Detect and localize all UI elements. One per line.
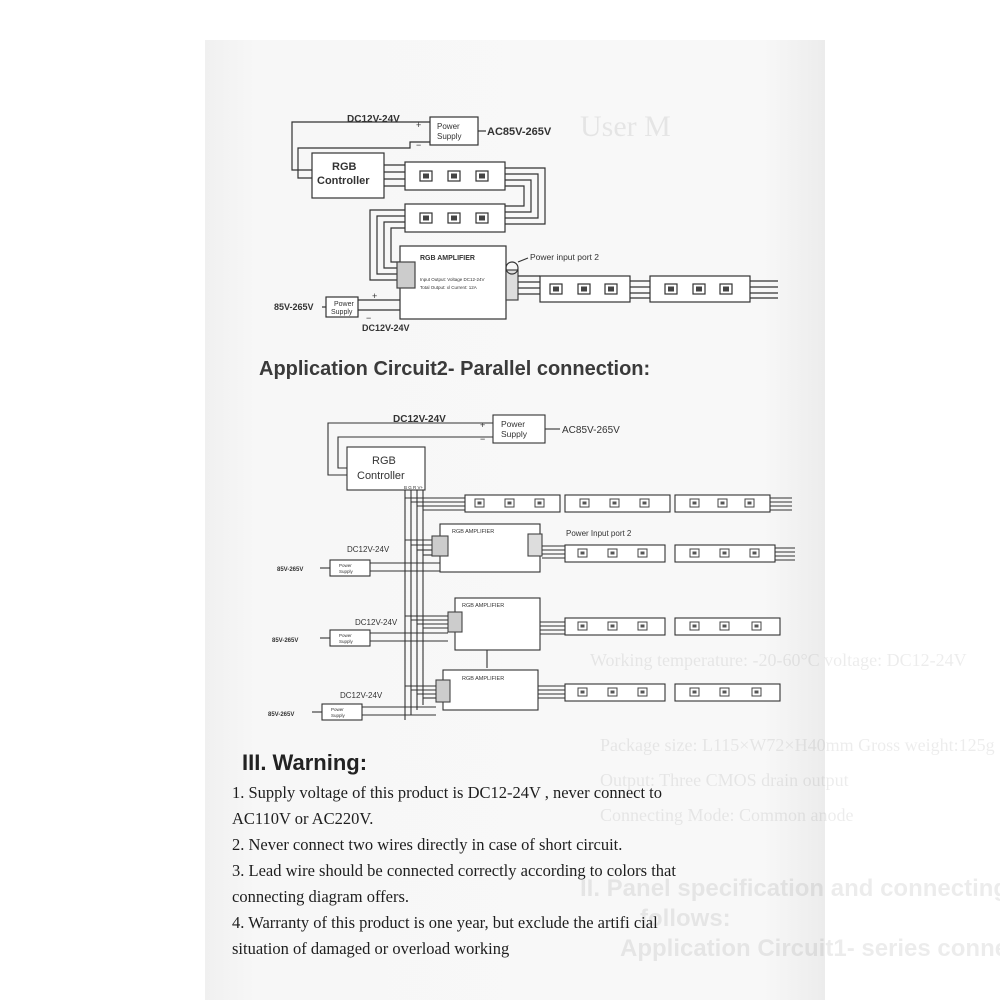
- led-strip: [564, 617, 666, 636]
- bleed-through-text: II. Panel specification and connecting d…: [580, 875, 1000, 902]
- warning-item: AC110V or AC220V.: [232, 809, 374, 828]
- warning-item: 2. Never connect two wires directly in c…: [232, 835, 623, 854]
- bleed-through-text: follows:: [640, 905, 731, 932]
- svg-text:Power: Power: [501, 419, 525, 429]
- svg-text:+: +: [372, 291, 377, 301]
- power-supply-box: [492, 414, 546, 444]
- svg-text:Controller: Controller: [317, 175, 370, 187]
- svg-text:+: +: [416, 120, 421, 130]
- rgb-amplifier-box: [454, 597, 541, 651]
- svg-text:B G R V+: B G R V+: [404, 485, 424, 490]
- svg-text:Power: Power: [334, 301, 355, 308]
- bleed-through-text: User M: [580, 110, 671, 143]
- led-strip: [674, 617, 781, 636]
- svg-text:DC12V-24V: DC12V-24V: [355, 618, 398, 627]
- bleed-through-text: Application Circuit1- series connection: [620, 935, 1000, 962]
- svg-text:RGB AMPLIFIER: RGB AMPLIFIER: [420, 255, 475, 262]
- rgb-amplifier-box: [399, 245, 507, 320]
- section-heading-parallel: Application Circuit2- Parallel connectio…: [259, 358, 651, 380]
- led-strip: [674, 683, 781, 702]
- circuit2-labels: DC12V-24V + − Power Supply AC85V-265V RG…: [268, 414, 632, 718]
- circuit1-labels: DC12V-24V + − Power Supply AC85V-265V RG…: [274, 114, 599, 333]
- svg-text:Input Output: Voltage DC12-24: Input Output: Voltage DC12-24V: [420, 277, 485, 282]
- svg-text:85V-265V: 85V-265V: [277, 567, 303, 573]
- bleed-through-text: Package size: L115×W72×H40mm Gross weigh…: [600, 735, 995, 755]
- document-page: [205, 40, 825, 1000]
- warning-item: 1. Supply voltage of this product is DC1…: [232, 783, 663, 802]
- c2-ac-input-label: AC85V-265V: [562, 425, 620, 436]
- led-strip: [564, 494, 671, 513]
- warning-item: situation of damaged or overload working: [232, 939, 510, 958]
- rgb-amplifier-box: [439, 523, 541, 573]
- led-strip: [564, 544, 666, 563]
- c1-power-input-port-label: Power input port 2: [530, 252, 599, 262]
- warning-title: III. Warning:: [242, 750, 368, 775]
- svg-text:DC12V-24V: DC12V-24V: [340, 691, 383, 700]
- svg-text:Supply: Supply: [437, 132, 461, 141]
- rgb-amplifier-box: [442, 669, 539, 711]
- rgb-controller-box: [346, 446, 426, 491]
- warning-item: connecting diagram offers.: [232, 887, 410, 906]
- svg-text:Power: Power: [437, 122, 460, 131]
- svg-text:+: +: [480, 420, 485, 430]
- rgb-controller-box: [311, 152, 385, 199]
- c2-dc-voltage-label: DC12V-24V: [393, 414, 446, 425]
- power-supply-box: [429, 116, 479, 146]
- svg-text:Controller: Controller: [357, 470, 405, 482]
- svg-text:RGB: RGB: [372, 455, 396, 467]
- c1-dc-voltage-label: DC12V-24V: [347, 114, 400, 125]
- warning-list: 1. Supply voltage of this product is DC1…: [232, 780, 792, 962]
- svg-text:Supply: Supply: [331, 713, 346, 718]
- svg-text:Supply: Supply: [339, 569, 354, 574]
- led-strip: [564, 683, 666, 702]
- svg-text:RGB AMPLIFIER: RGB AMPLIFIER: [462, 603, 504, 609]
- svg-text:Supply: Supply: [331, 309, 353, 316]
- svg-text:DC12V-24V: DC12V-24V: [347, 545, 390, 554]
- svg-text:Power: Power: [331, 707, 344, 712]
- svg-text:−: −: [366, 313, 371, 323]
- svg-text:DC12V-24V: DC12V-24V: [362, 323, 410, 333]
- svg-text:−: −: [480, 434, 485, 444]
- svg-text:Power: Power: [339, 633, 352, 638]
- warning-item: 3. Lead wire should be connected correct…: [232, 861, 676, 880]
- svg-text:85V-265V: 85V-265V: [268, 712, 294, 718]
- svg-text:85V-265V: 85V-265V: [274, 302, 314, 312]
- svg-text:Total Output: xl Current: 12A: Total Output: xl Current: 12A: [420, 285, 477, 290]
- svg-text:85V-265V: 85V-265V: [272, 638, 298, 644]
- bleed-through-text: Output: Three CMOS drain output: [600, 770, 849, 790]
- svg-text:Power: Power: [339, 563, 352, 568]
- bleed-through-text: Working temperature: -20-60°C voltage: D…: [590, 650, 967, 670]
- c2-power-input-port-label: Power Input port 2: [566, 529, 632, 538]
- svg-text:Supply: Supply: [339, 639, 354, 644]
- svg-text:Supply: Supply: [501, 429, 528, 439]
- bleed-through-text: Connecting Mode: Common anode: [600, 805, 854, 825]
- svg-text:RGB AMPLIFIER: RGB AMPLIFIER: [452, 529, 494, 535]
- led-strip: [649, 275, 751, 303]
- svg-text:−: −: [416, 140, 421, 150]
- warning-item: 4. Warranty of this product is one year,…: [232, 913, 658, 932]
- svg-text:RGB AMPLIFIER: RGB AMPLIFIER: [462, 676, 504, 682]
- svg-text:RGB: RGB: [332, 161, 357, 173]
- c1-ac-input-label: AC85V-265V: [487, 126, 552, 138]
